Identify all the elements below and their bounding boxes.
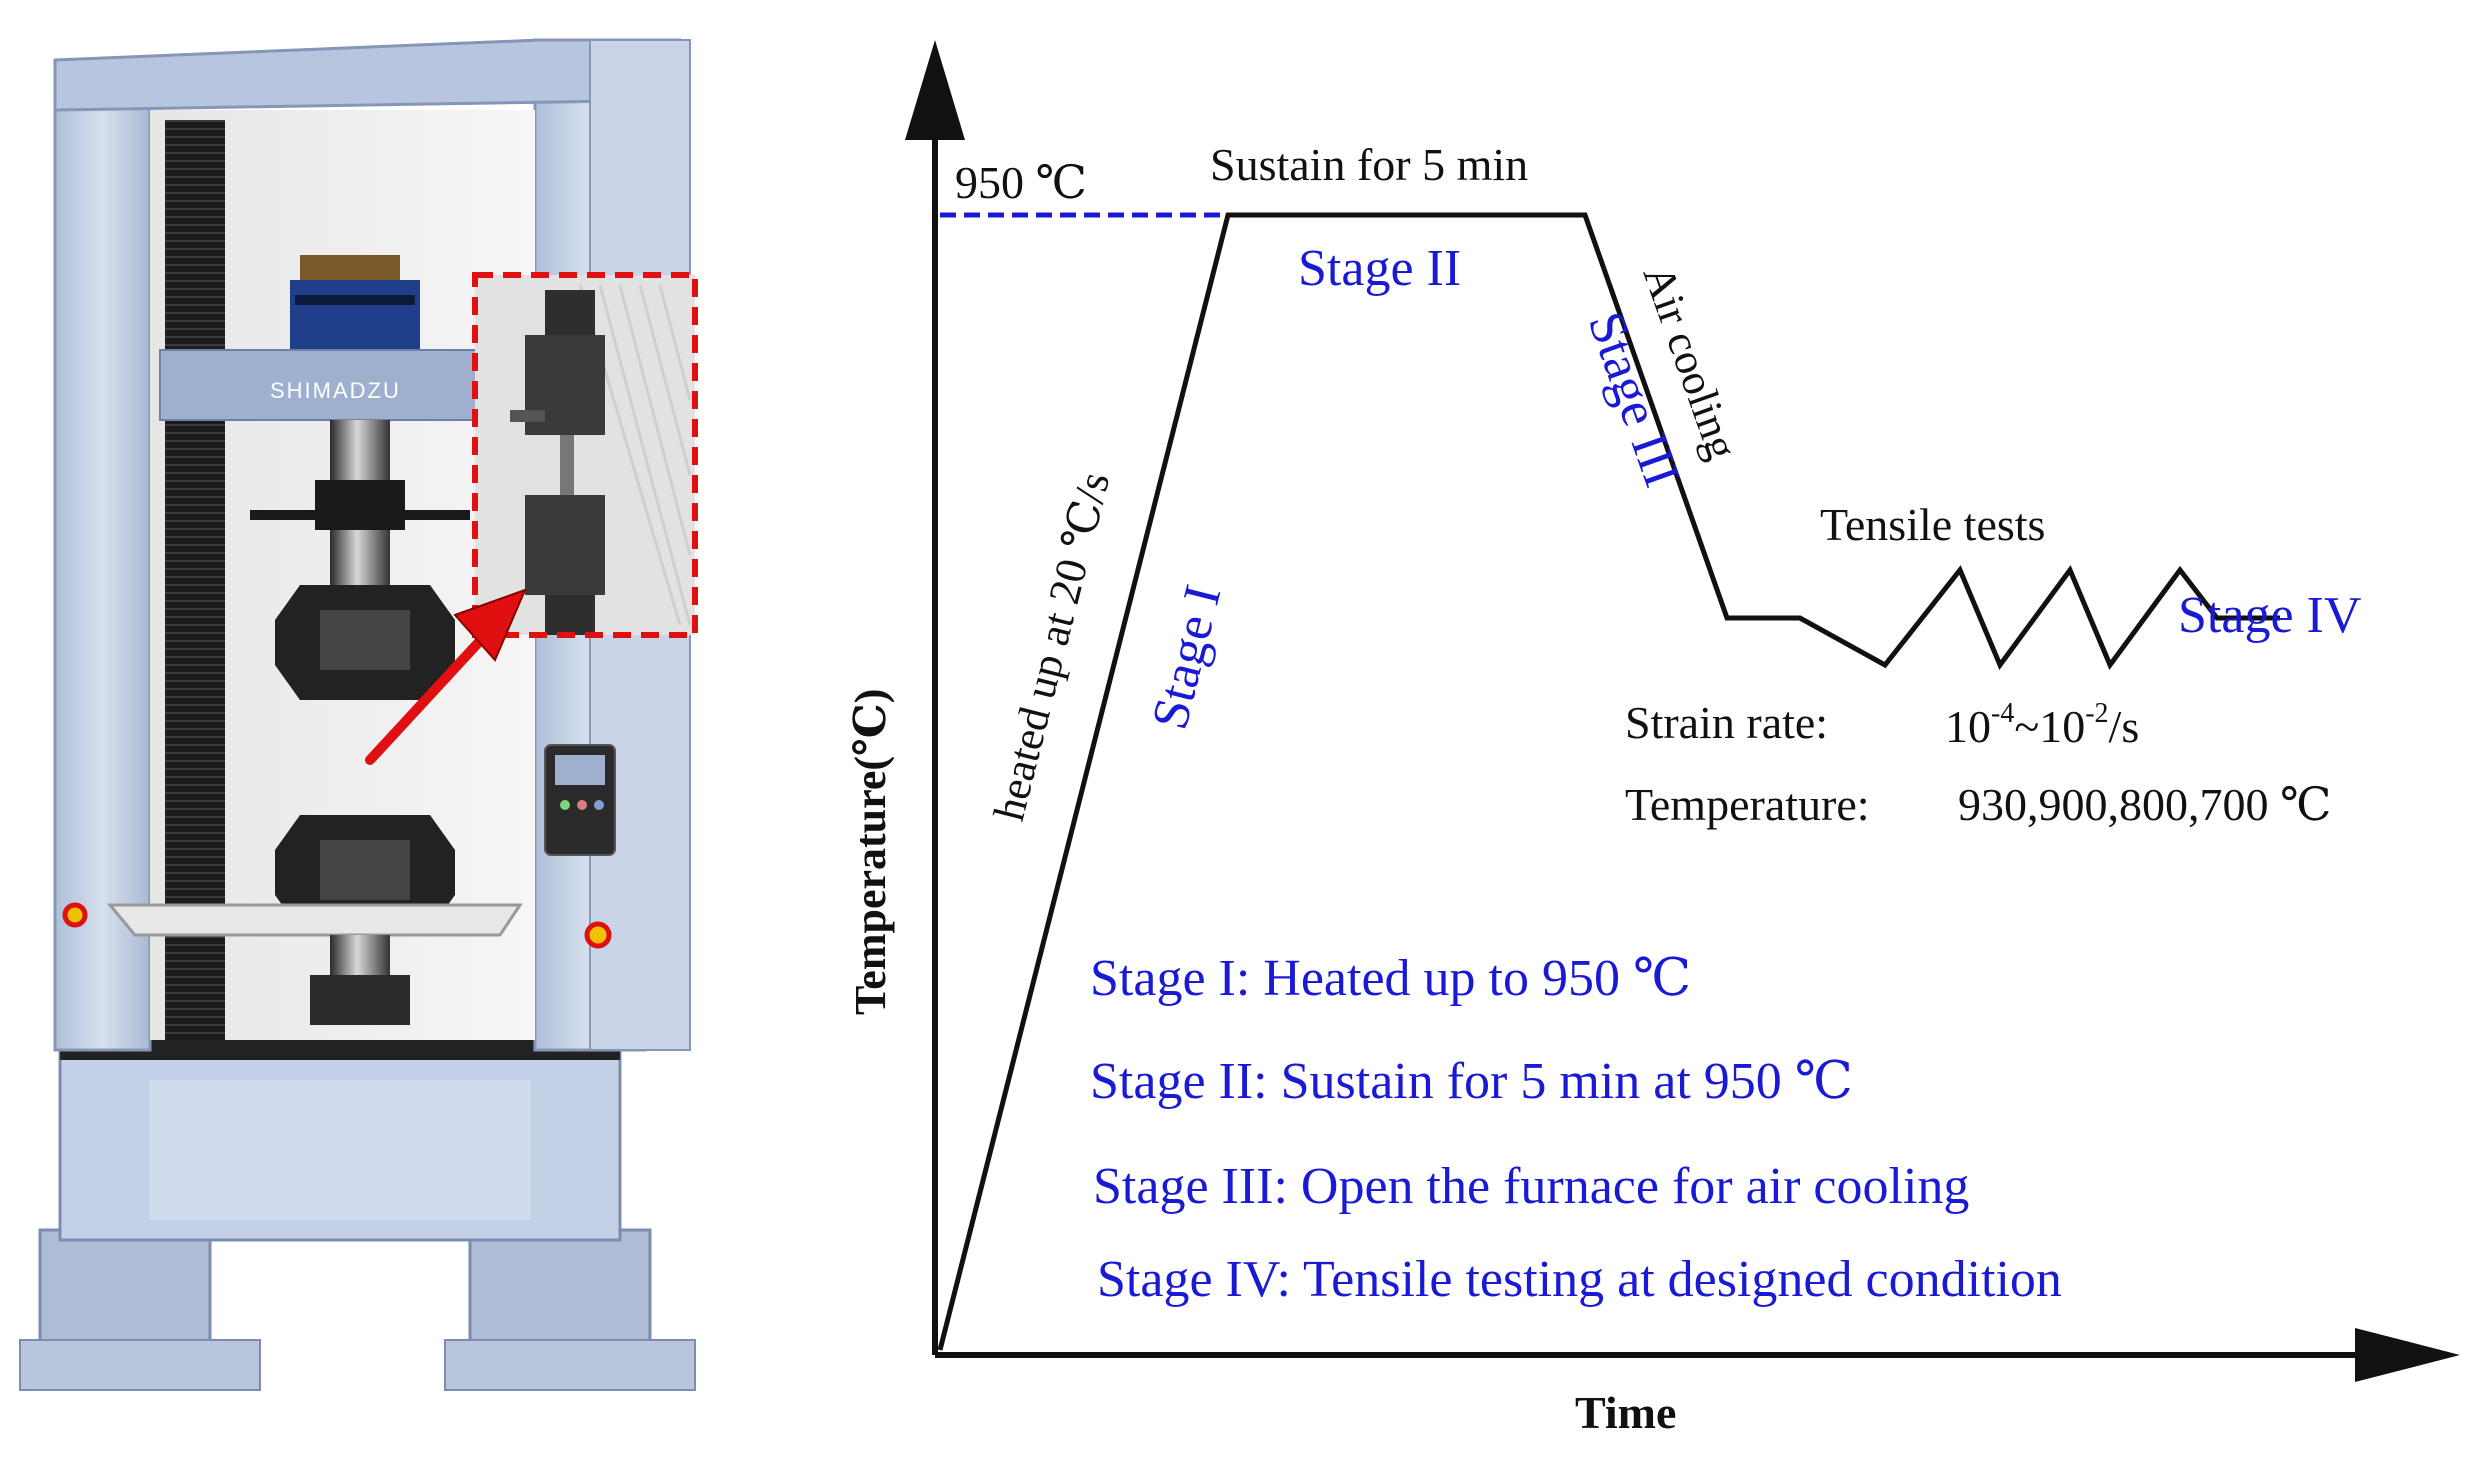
load-cell <box>290 280 420 350</box>
y-axis-label: Temperature(℃) <box>846 689 895 1015</box>
strain-rate-unit: /s <box>2109 701 2140 752</box>
peak-temp-label: 950 ℃ <box>955 157 1087 208</box>
heating-rate-label: heated up at 20 ℃/s <box>984 467 1119 825</box>
zoom-inset <box>475 275 695 635</box>
strain-rate-base1: 10 <box>1945 701 1991 752</box>
strain-rate-label: Strain rate: <box>1625 697 1828 748</box>
strain-rate-value: 10-4~10-2/s <box>1945 698 2139 752</box>
sustain-label: Sustain for 5 min <box>1210 139 1528 190</box>
callout-arrow-shaft <box>365 625 495 765</box>
heat-treatment-diagram: Time Temperature(℃) 950 ℃ Sustain for 5 … <box>846 40 2460 1438</box>
stage-ii-label: Stage II <box>1298 240 1461 297</box>
stage-i-label: Stage I <box>1141 580 1232 735</box>
legend-stage-ii: Stage II: Sustain for 5 min at 950 ℃ <box>1090 1053 1853 1110</box>
specimen-tray <box>106 903 523 937</box>
stage-iv-label: Stage IV <box>2178 587 2361 644</box>
emergency-stop-left <box>62 902 88 928</box>
emergency-stop-right <box>584 921 612 949</box>
legend-stage-iv: Stage IV: Tensile testing at designed co… <box>1097 1251 2062 1308</box>
tensile-tests-label: Tensile tests <box>1820 499 2045 550</box>
strain-rate-exp1: -4 <box>1991 698 2014 729</box>
machine-column-left <box>53 58 152 1052</box>
strain-rate-exp2: -2 <box>2085 698 2108 729</box>
y-axis-arrow <box>905 40 965 140</box>
legend-stage-i: Stage I: Heated up to 950 ℃ <box>1090 950 1691 1007</box>
machine-top <box>53 38 682 112</box>
brand-label: SHIMADZU <box>270 378 401 403</box>
legend-stage-iii: Stage III: Open the furnace for air cool… <box>1093 1158 1969 1215</box>
x-axis-label: Time <box>1575 1387 1676 1438</box>
temperature-profile-line <box>937 212 2280 1351</box>
testing-machine-illustration: SHIMADZU <box>19 38 698 1391</box>
temperature-conditions-value: 930,900,800,700 ℃ <box>1958 779 2331 830</box>
callout-arrow-head <box>453 588 527 662</box>
x-axis-arrow <box>2355 1328 2460 1382</box>
machine-lead-screw <box>165 120 225 1040</box>
inset-lower-grip <box>525 495 605 595</box>
temperature-conditions-label: Temperature: <box>1625 779 1870 830</box>
callout-box <box>472 272 698 638</box>
strain-rate-sep: ~10 <box>2014 701 2085 752</box>
